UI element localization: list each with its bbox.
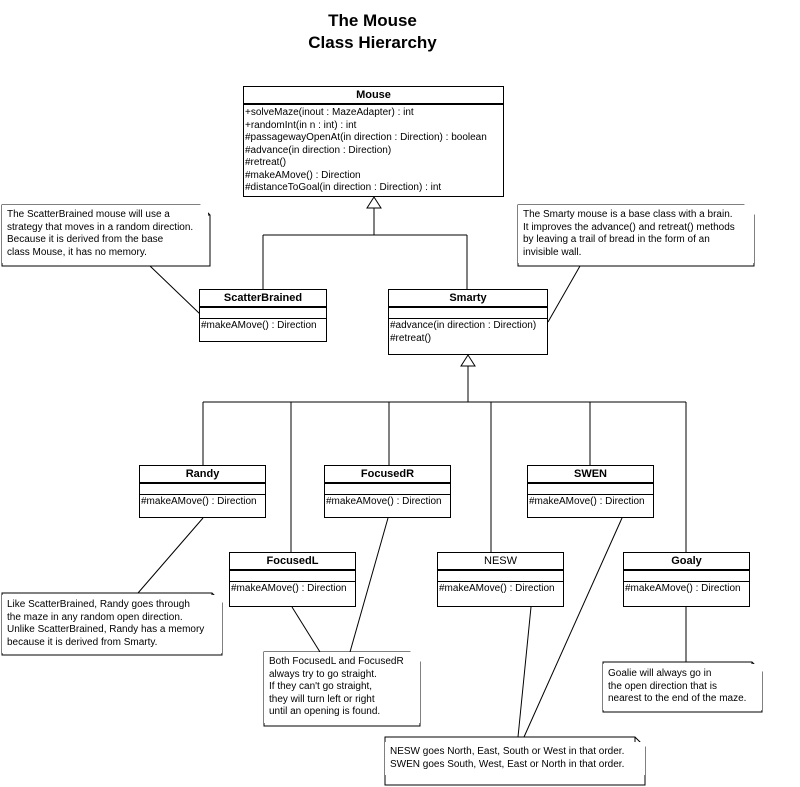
note-randy: Like ScatterBrained, Randy goes through … [2, 595, 222, 653]
note-line: because it is derived from Smarty. [7, 636, 158, 648]
class-nesw: NESW #makeAMove() : Direction [437, 552, 564, 607]
note-anchor-line [137, 517, 204, 594]
note-line: by leaving a trail of bread in the form … [523, 234, 710, 245]
operation: #retreat() [390, 332, 432, 344]
note-anchor-line [149, 265, 201, 315]
class-operations: +solveMaze(inout : MazeAdapter) : int +r… [244, 106, 503, 196]
note-smarty: The Smarty mouse is a base class with a … [518, 205, 754, 263]
operation: #makeAMove() : Direction [529, 496, 645, 507]
note-line: the maze in any random open direction. [7, 611, 183, 623]
note-line: SWEN goes South, West, East or North in … [390, 758, 625, 770]
class-name: Randy [140, 466, 265, 484]
class-randy: Randy #makeAMove() : Direction [139, 465, 266, 518]
note-line: Unlike ScatterBrained, Randy has a memor… [7, 624, 205, 635]
note-line: The Smarty mouse is a base class with a … [523, 209, 733, 220]
operation: #passagewayOpenAt(in direction : Directi… [245, 132, 487, 143]
class-attributes [624, 571, 749, 582]
note-line: strategy that moves in a random directio… [7, 221, 194, 233]
class-name: ScatterBrained [200, 290, 326, 308]
operation: +randomInt(in n : int) : int [245, 119, 357, 131]
note-line: Because it is derived from the base [7, 234, 164, 245]
note-line: It improves the advance() and retreat() … [523, 221, 735, 233]
class-operations: #makeAMove() : Direction [230, 582, 355, 597]
class-operations: #makeAMove() : Direction [140, 495, 265, 510]
note-line: the open direction that is [608, 680, 717, 692]
note-line: If they can't go straight, [269, 681, 373, 692]
note-line: Both FocusedL and FocusedR [269, 656, 404, 667]
class-scatterbrained: ScatterBrained #makeAMove() : Direction [199, 289, 327, 342]
operation: #makeAMove() : Direction [439, 583, 555, 594]
class-name: Mouse [244, 87, 503, 105]
operation: #makeAMove() : Direction [231, 583, 347, 594]
note-anchor-line [517, 606, 532, 738]
note-anchor-line [291, 606, 321, 653]
class-focusedr: FocusedR #makeAMove() : Direction [324, 465, 451, 518]
class-name: NESW [438, 553, 563, 571]
note-line: until an opening is found. [269, 706, 381, 717]
class-attributes [140, 484, 265, 495]
note-line: Goalie will always go in [608, 668, 712, 679]
note-line: nearest to the end of the maze. [608, 693, 747, 704]
diagram-title-line-2: Class Hierarchy [308, 33, 437, 52]
class-smarty: Smarty #advance(in direction : Direction… [388, 289, 548, 355]
operation: #makeAMove() : Direction [326, 496, 442, 507]
class-attributes [438, 571, 563, 582]
note-focused: Both FocusedL and FocusedR always try to… [264, 652, 420, 723]
note-line: The ScatterBrained mouse will use a [7, 209, 170, 220]
note-line: always try to go straight. [269, 668, 377, 680]
class-name: FocusedR [325, 466, 450, 484]
operation: #makeAMove() : Direction [625, 583, 741, 594]
generalization-arrowhead [460, 354, 476, 367]
class-attributes [528, 484, 653, 495]
note-anchor-line [547, 265, 581, 323]
note-line: they will turn left or right [269, 693, 375, 705]
operation: +solveMaze(inout : MazeAdapter) : int [245, 107, 414, 118]
note-anchor-line [523, 517, 623, 738]
class-operations: #makeAMove() : Direction [200, 319, 326, 334]
class-attributes [230, 571, 355, 582]
operation: #advance(in direction : Direction) [245, 144, 392, 156]
class-attributes [389, 308, 547, 319]
note-nesw: NESW goes North, East, South or West in … [385, 742, 645, 775]
class-focusedl: FocusedL #makeAMove() : Direction [229, 552, 356, 607]
note-line: class Mouse, it has no memory. [7, 246, 147, 258]
note-line: NESW goes North, East, South or West in … [390, 746, 625, 757]
note-anchor-line [349, 517, 389, 653]
generalization-arrowhead [366, 196, 382, 209]
note-goalie: Goalie will always go in the open direct… [603, 664, 762, 710]
class-attributes [325, 484, 450, 495]
class-name: Goaly [624, 553, 749, 571]
class-mouse: Mouse +solveMaze(inout : MazeAdapter) : … [243, 86, 504, 197]
class-operations: #advance(in direction : Direction) #retr… [389, 319, 547, 346]
diagram-title-line-1: The Mouse [328, 11, 417, 30]
note-scatterbrained: The ScatterBrained mouse will use a stra… [2, 205, 208, 263]
operation: #makeAMove() : Direction [141, 496, 257, 507]
operation: #retreat() [245, 157, 287, 168]
class-name: FocusedL [230, 553, 355, 571]
class-name: SWEN [528, 466, 653, 484]
class-attributes [200, 308, 326, 319]
class-operations: #makeAMove() : Direction [624, 582, 749, 597]
operation: #makeAMove() : Direction [245, 169, 361, 181]
note-line: Like ScatterBrained, Randy goes through [7, 599, 190, 610]
class-operations: #makeAMove() : Direction [325, 495, 450, 510]
class-operations: #makeAMove() : Direction [438, 582, 563, 597]
class-name: Smarty [389, 290, 547, 308]
operation: #makeAMove() : Direction [201, 320, 317, 331]
operation: #distanceToGoal(in direction : Direction… [245, 182, 442, 193]
class-swen: SWEN #makeAMove() : Direction [527, 465, 654, 518]
class-goaly: Goaly #makeAMove() : Direction [623, 552, 750, 607]
note-line: invisible wall. [523, 246, 582, 258]
class-operations: #makeAMove() : Direction [528, 495, 653, 510]
operation: #advance(in direction : Direction) [390, 320, 537, 331]
